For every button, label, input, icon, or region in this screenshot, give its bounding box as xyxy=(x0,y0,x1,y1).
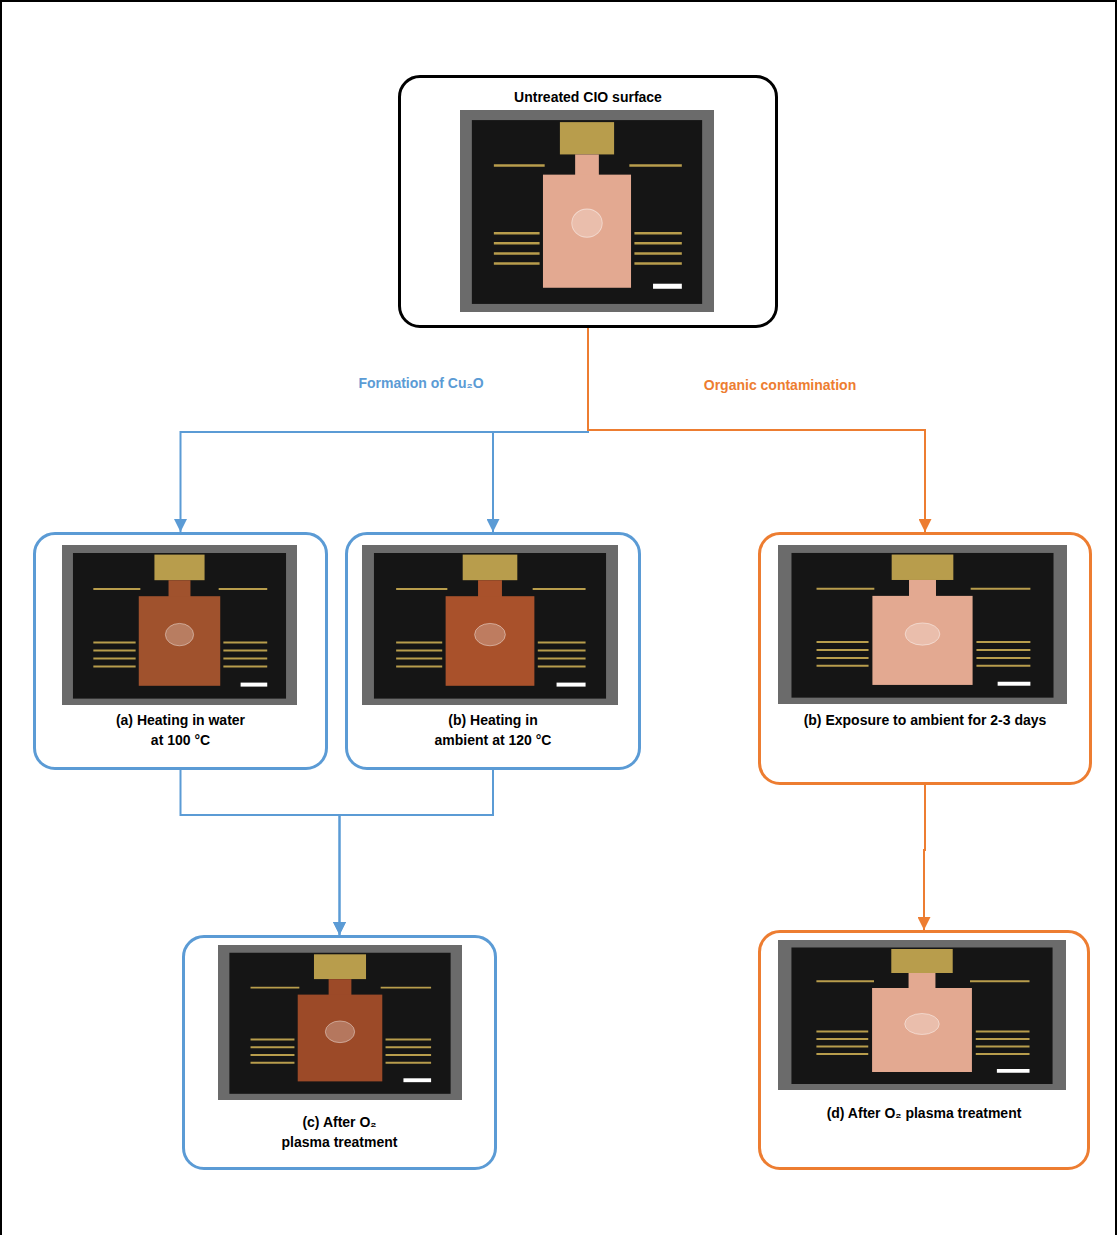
process-box: (a) Heating in water at 100 °C xyxy=(33,532,328,770)
connector-arrow xyxy=(181,770,340,935)
sample-photo xyxy=(778,940,1066,1090)
process-box: (b) Exposure to ambient for 2-3 days xyxy=(758,532,1092,785)
box-label: (d) After O₂ plasma treatment xyxy=(774,1103,1074,1123)
sample-photo xyxy=(362,545,618,705)
sample-photo xyxy=(62,545,297,705)
box-label: Untreated CIO surface xyxy=(418,87,758,107)
box-label: (b) Heating in ambient at 120 °C xyxy=(423,710,563,750)
box-label: (b) Exposure to ambient for 2-3 days xyxy=(770,710,1080,730)
connector-arrow xyxy=(588,328,925,532)
process-box: Untreated CIO surface xyxy=(398,75,778,328)
connector-arrow xyxy=(493,328,588,532)
box-label: (a) Heating in water at 100 °C xyxy=(116,710,246,750)
sample-photo xyxy=(460,110,714,312)
sample-photo xyxy=(218,945,462,1100)
sample-photo xyxy=(778,545,1067,704)
connector-arrow xyxy=(181,328,589,532)
box-label: (c) After O₂ plasma treatment xyxy=(277,1112,402,1152)
connector-arrow xyxy=(340,770,494,935)
process-box: (b) Heating in ambient at 120 °C xyxy=(345,532,641,770)
branch-label: Organic contamination xyxy=(701,375,859,395)
branch-label: Formation of Cu₂O xyxy=(355,373,486,393)
process-box: (d) After O₂ plasma treatment xyxy=(758,930,1090,1170)
process-box: (c) After O₂ plasma treatment xyxy=(182,935,497,1170)
connector-arrow xyxy=(924,785,925,930)
